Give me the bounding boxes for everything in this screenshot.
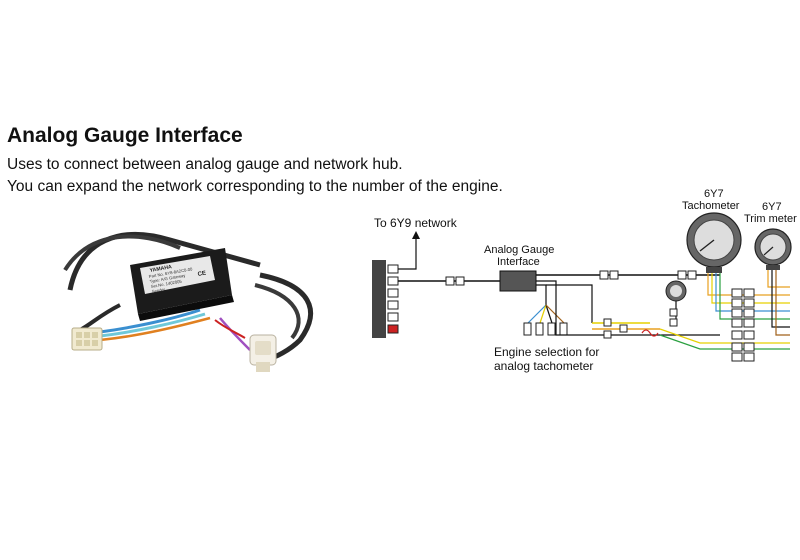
module-ce-mark: CE xyxy=(197,271,206,278)
sender-gauge xyxy=(665,280,687,327)
interface-module: YAMAHA Part No. 6Y8-8A2C0-00 Type: A/G G… xyxy=(130,248,234,321)
wiring-diagram: To 6Y9 network Analog Gauge Interface En… xyxy=(372,188,797,373)
trim-meter-label-2: Trim meter xyxy=(744,213,797,225)
interface-label-2: Interface xyxy=(497,256,540,268)
interface-box xyxy=(499,270,537,292)
network-label: To 6Y9 network xyxy=(374,216,458,230)
description-line-2: You can expand the network corresponding… xyxy=(7,178,503,195)
module-label-line-3: Ser.No. 1402005 xyxy=(150,278,182,288)
page-title: Analog Gauge Interface xyxy=(7,124,243,147)
trim-meter-label-1: 6Y7 xyxy=(762,201,782,213)
engine-label-1: Engine selection for xyxy=(494,345,599,359)
connector-right xyxy=(249,334,277,372)
interface-label-1: Analog Gauge xyxy=(484,244,554,256)
network-hub xyxy=(372,260,399,338)
module-label-line-4: Sender xyxy=(151,287,166,294)
tachometer-label-2: Tachometer xyxy=(682,200,740,212)
tachometer-label-1: 6Y7 xyxy=(704,188,724,200)
connector-left xyxy=(71,327,103,351)
module-brand: YAMAHA xyxy=(149,264,172,274)
engine-label-2: analog tachometer xyxy=(494,359,593,373)
trim-meter-gauge xyxy=(754,228,792,270)
description-line-1: Uses to connect between analog gauge and… xyxy=(7,156,403,173)
module-label-line-2: Type: A/G Gateway xyxy=(149,273,186,284)
tachometer-gauge xyxy=(686,212,742,273)
product-photo: YAMAHA Part No. 6Y8-8A2C0-00 Type: A/G G… xyxy=(63,231,313,372)
